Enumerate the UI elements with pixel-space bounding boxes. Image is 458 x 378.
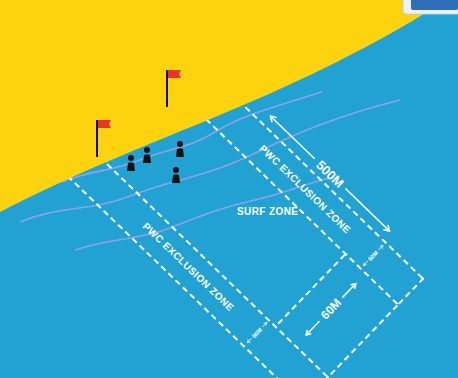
swimmer-body	[176, 148, 184, 157]
corner-badge	[403, 0, 458, 14]
red-flag	[98, 120, 111, 128]
swimmer-head	[144, 147, 150, 153]
dashed-boundary	[71, 129, 329, 378]
dimension-arrow	[263, 322, 267, 326]
flag-pole	[166, 70, 168, 107]
dashed-boundary	[302, 377, 328, 378]
length-dimension: 500M	[314, 158, 346, 190]
red-flag	[168, 70, 181, 78]
dimension-arrow	[346, 189, 390, 231]
swimmer-body	[143, 154, 151, 163]
dimension-arrow	[363, 261, 367, 265]
swimmer-body	[127, 162, 135, 171]
dimension-arrow	[379, 245, 383, 249]
dimension-lines	[247, 116, 397, 377]
zone-label: PWC EXCLUSION ZONE	[141, 221, 236, 313]
zone-label: PWC EXCLUSION ZONE	[257, 144, 352, 236]
dimension-arrow	[247, 338, 251, 342]
swimmers	[127, 141, 184, 183]
dimension-arrow	[306, 322, 319, 336]
dashed-boundary	[397, 278, 423, 305]
width-dimension: 60M	[319, 297, 344, 322]
dashed-boundary	[276, 255, 345, 326]
sand	[0, 0, 445, 212]
swimmer-head	[177, 141, 183, 147]
width-dimension: 60M	[367, 249, 379, 262]
corner-badge-fill	[411, 0, 458, 10]
wave-line	[75, 178, 330, 250]
flag-pole	[96, 120, 98, 157]
swimmer-body	[172, 174, 180, 183]
swimmer-head	[128, 155, 134, 161]
dimension-arrow	[270, 116, 314, 158]
width-dimension: 60M	[251, 326, 263, 339]
dashed-boundary	[329, 305, 398, 376]
dashed-boundary	[46, 155, 304, 378]
dimension-arrow	[343, 283, 356, 297]
zone-label: SURF ZONE	[237, 207, 298, 217]
swimmer-head	[173, 167, 179, 173]
